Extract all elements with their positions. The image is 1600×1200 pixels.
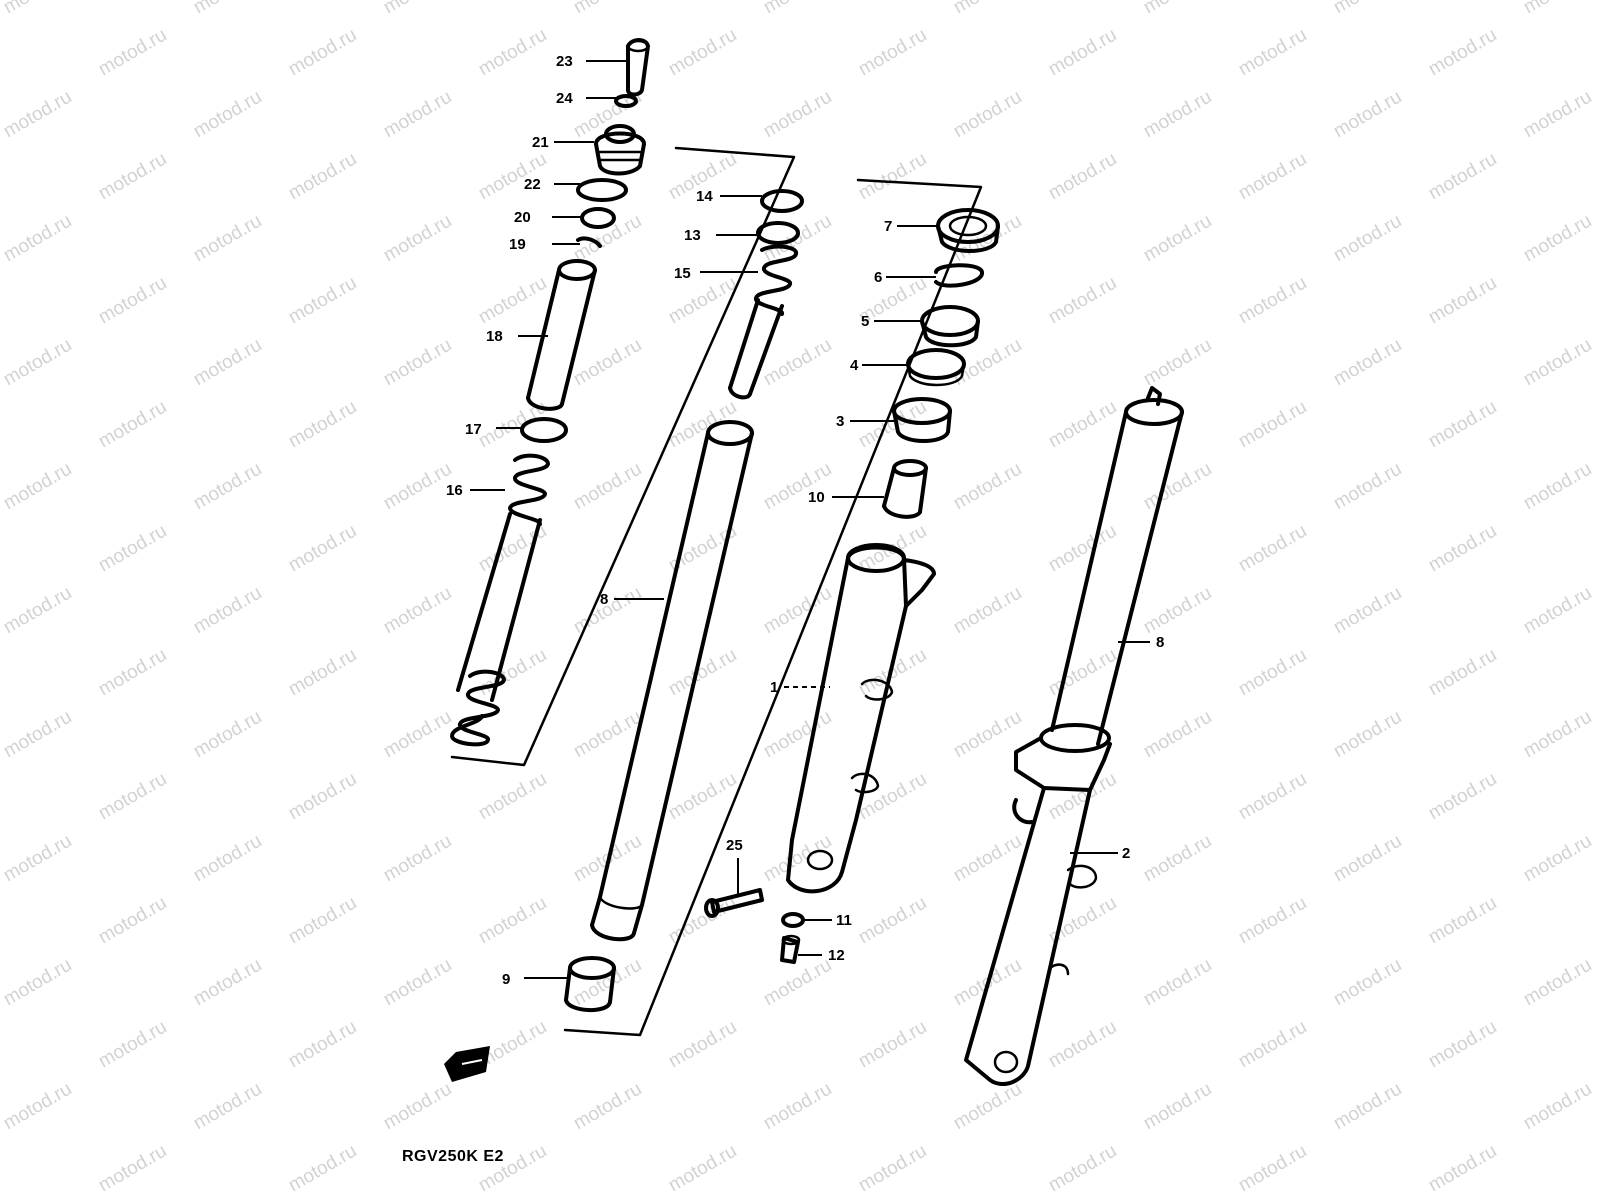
part-19-circlip xyxy=(576,236,602,248)
part-17-washer xyxy=(520,417,568,443)
part-1-outer-tube-left xyxy=(786,543,936,894)
callout-12: 12 xyxy=(828,947,845,964)
callout-6: 6 xyxy=(874,269,882,286)
callout-19: 19 xyxy=(509,236,526,253)
callout-25: 25 xyxy=(726,837,743,854)
part-24-o-ring xyxy=(614,94,638,108)
callout-5: 5 xyxy=(861,313,869,330)
part-14-oil-seal xyxy=(760,189,804,213)
part-23-cap-bolt xyxy=(626,38,650,97)
callout-21: 21 xyxy=(532,134,549,151)
part-12-drain-screw xyxy=(780,934,801,964)
part-11-washer xyxy=(781,912,805,928)
part-20-washer xyxy=(580,207,616,229)
callout-3: 3 xyxy=(836,413,844,430)
callout-18: 18 xyxy=(486,328,503,345)
part-6-circlip xyxy=(934,263,984,288)
callout-labels: 23 24 21 22 20 19 18 17 16 14 13 15 8 9 … xyxy=(446,53,1164,988)
group-bracket-middle xyxy=(563,178,983,1037)
part-3-guide-bushing xyxy=(892,397,952,443)
part-22-o-ring xyxy=(576,178,628,202)
callout-1: 1 xyxy=(770,679,778,696)
part-13-15-damper-rod xyxy=(728,221,800,400)
callout-7: 7 xyxy=(884,218,892,235)
callout-14: 14 xyxy=(696,188,713,205)
callout-2: 2 xyxy=(1122,845,1130,862)
part-2-outer-tube-right xyxy=(964,723,1112,1086)
callout-16: 16 xyxy=(446,482,463,499)
part-16-fork-spring xyxy=(450,453,550,747)
part-8-inner-tube-b xyxy=(1050,386,1184,746)
callout-4: 4 xyxy=(850,357,859,374)
part-25-pinch-bolt xyxy=(704,888,764,918)
callout-8-right: 8 xyxy=(1156,634,1164,651)
part-4-washer xyxy=(906,348,966,387)
callout-24: 24 xyxy=(556,90,573,107)
part-7-oil-seal xyxy=(936,208,1000,253)
part-18-spacer-tube xyxy=(526,259,597,411)
callout-20: 20 xyxy=(514,209,531,226)
part-8-inner-tube-a xyxy=(590,420,754,942)
callout-23: 23 xyxy=(556,53,573,70)
part-10-oil-lock-piece xyxy=(882,459,928,519)
callout-13: 13 xyxy=(684,227,701,244)
part-9-slide-bushing xyxy=(564,956,616,1013)
forward-direction-badge xyxy=(444,1046,490,1082)
part-5-oil-seal xyxy=(920,305,980,348)
callout-8-left: 8 xyxy=(600,591,608,608)
callout-17: 17 xyxy=(465,421,482,438)
callout-10: 10 xyxy=(808,489,825,506)
group-bracket-left xyxy=(450,146,796,767)
model-code-label: RGV250K E2 xyxy=(402,1148,504,1165)
callout-22: 22 xyxy=(524,176,541,193)
callout-9: 9 xyxy=(502,971,510,988)
callout-15: 15 xyxy=(674,265,691,282)
callout-11: 11 xyxy=(836,912,852,929)
part-21-fork-cap xyxy=(594,124,646,176)
leader-lines xyxy=(470,60,1150,979)
